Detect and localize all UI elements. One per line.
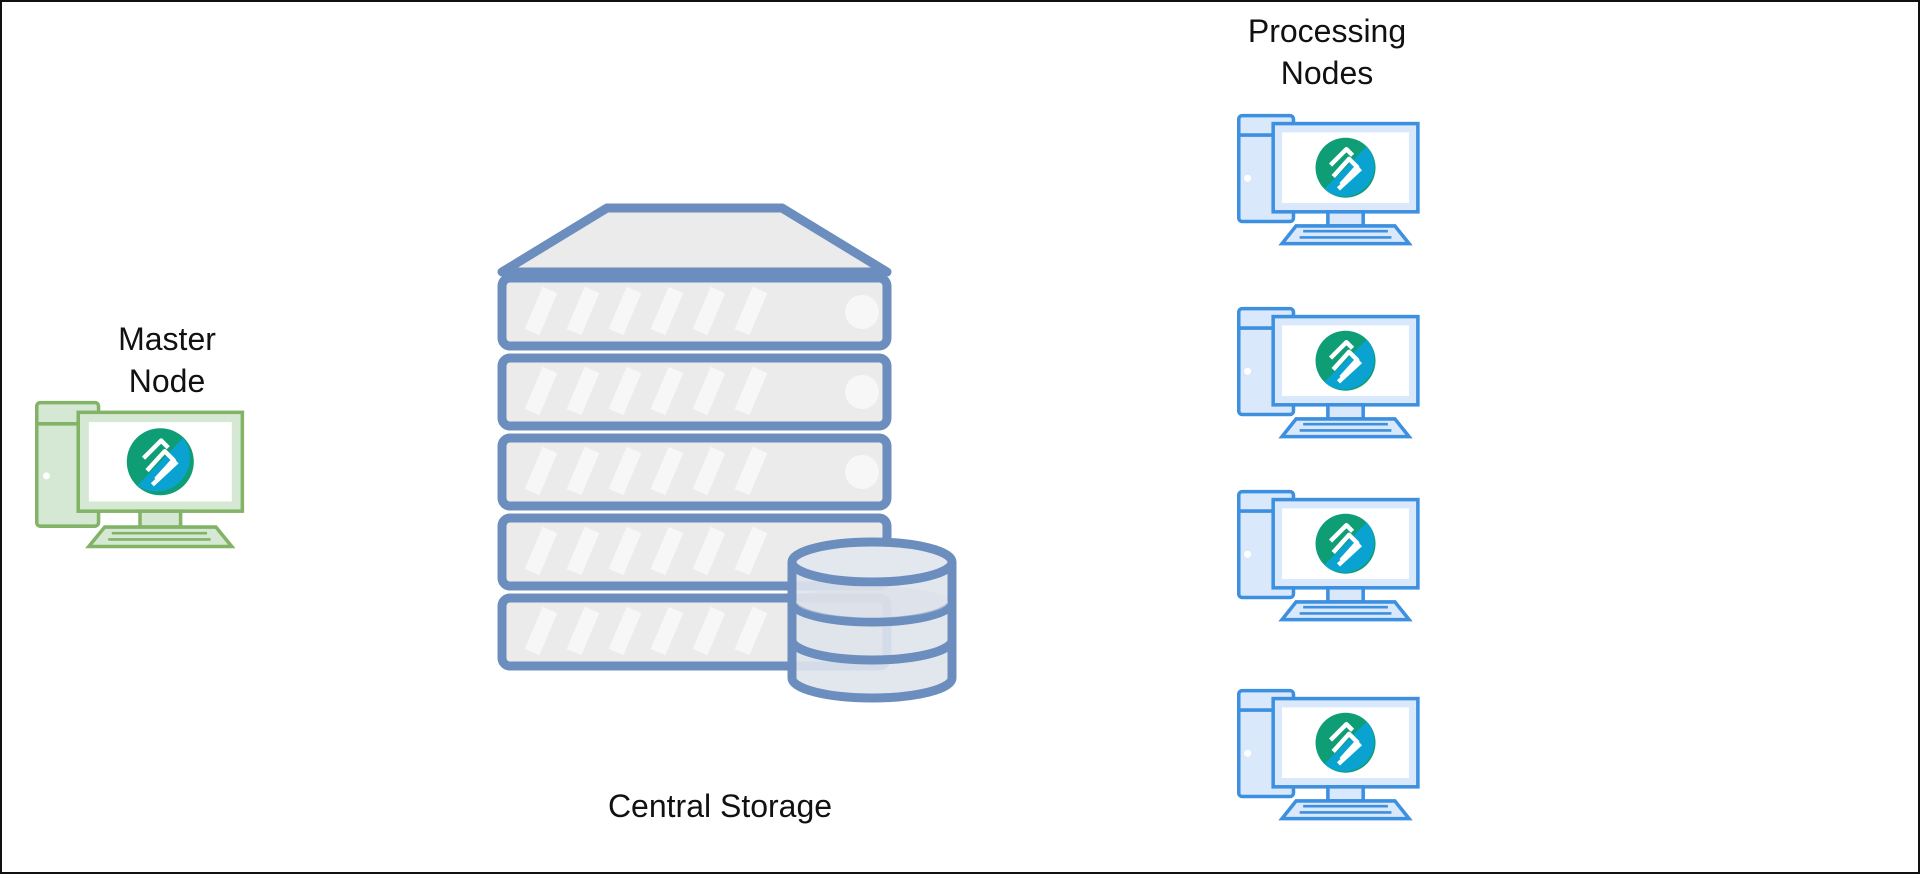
central-storage-label: Central Storage [607,788,833,824]
processing-nodes-label-line2: Nodes [1280,55,1374,91]
computer-icon [1237,113,1420,246]
server-rack-with-database-icon [497,203,957,703]
computer-icon [1237,688,1420,821]
processing-node-2 [1222,306,1462,456]
computer-icon [1237,489,1420,622]
processing-node-3 [1222,489,1462,639]
master-node-label: Master Node [77,318,257,402]
computer-icon [1237,306,1420,439]
logo-icon [1315,330,1376,391]
logo-icon [1315,712,1376,773]
processing-node-4 [1222,688,1462,838]
central-storage [492,200,972,710]
processing-nodes-label: Processing Nodes [1212,10,1442,94]
master-node-label-line1: Master [118,321,216,357]
logo-icon [1315,137,1376,198]
master-node-label-line2: Node [128,363,206,399]
database-icon [787,537,957,703]
processing-node-1 [1222,113,1462,263]
server-unit-2 [497,353,892,431]
logo-icon [1315,513,1376,574]
master-node-computer [20,400,260,550]
logo-icon [126,428,194,496]
processing-nodes-label-line1: Processing [1247,13,1407,49]
server-unit-3 [497,433,892,511]
server-unit-1 [497,273,892,351]
computer-icon [35,400,245,549]
